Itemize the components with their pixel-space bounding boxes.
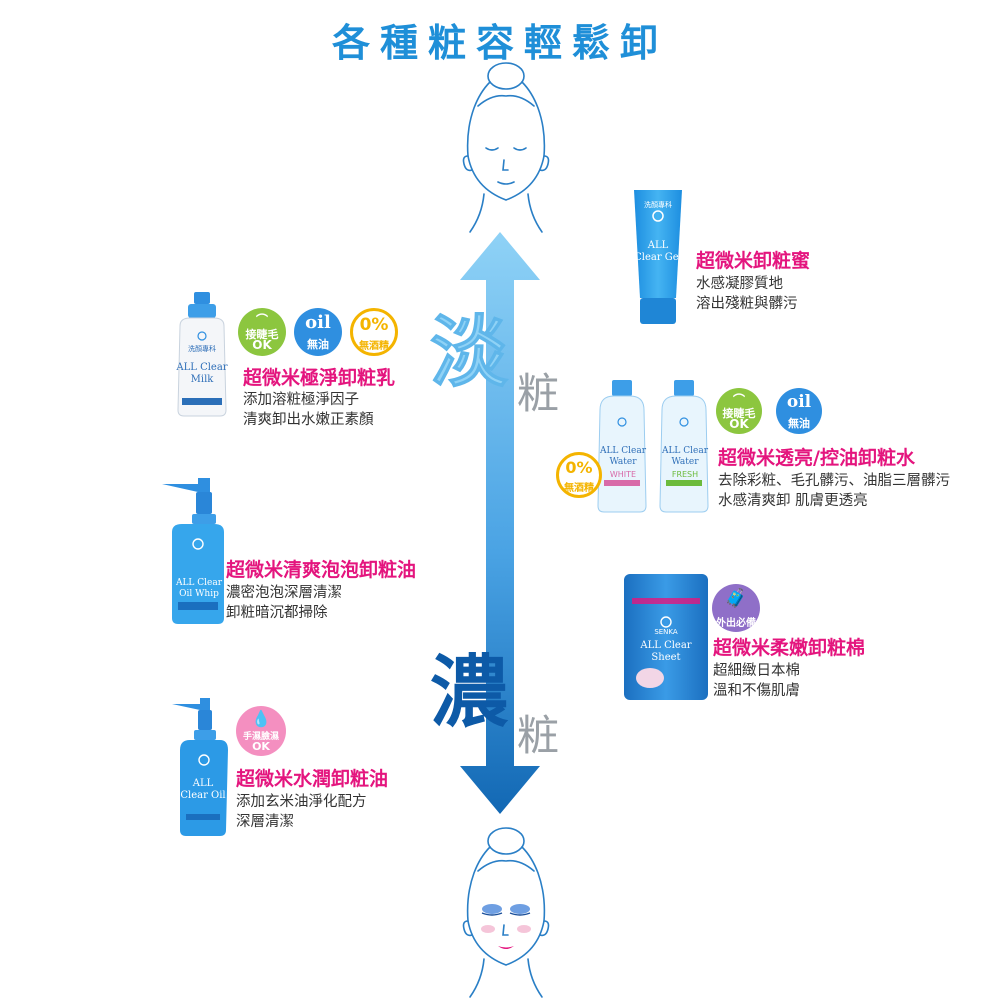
milk-bottle-image (177, 292, 227, 417)
face-heavy-illustration (462, 827, 550, 998)
makeup-intensity-arrow (460, 232, 540, 814)
oil-free-badge-water: oil 無油 (776, 388, 822, 434)
gel-description-line-2: 溶出殘粧與髒污 (696, 296, 798, 312)
foam-pump-bottle-image (162, 478, 224, 624)
light-makeup-sub-label: 粧 (517, 369, 560, 418)
foam-bottle-label: ALL Clear Oil Whip (175, 578, 223, 599)
water-description-line-1: 去除彩粧、毛孔髒污、油脂三層髒污 (718, 473, 950, 489)
sheet-product-name: 超微米柔嫩卸粧棉 (713, 637, 866, 659)
water-bottles-image (597, 380, 709, 513)
oil-description-line-2: 深層清潔 (236, 814, 294, 830)
gel-tube-label: ALL Clear Gel (634, 240, 682, 263)
oil-logo-icon: oil (305, 312, 331, 333)
eyelash-icon: ⌒ (732, 393, 745, 407)
wet-hands-ok-badge: 💧 手濕臉濕 OK (236, 706, 286, 756)
foam-description-line-1: 濃密泡泡深層清潔 (226, 585, 342, 601)
water-description-line-2: 水感清爽卸 肌膚更透亮 (718, 493, 868, 509)
foam-description-line-2: 卸粧暗沉都掃除 (226, 605, 328, 621)
sheet-description-line-1: 超細緻日本棉 (713, 663, 800, 679)
brand-label-gel: 洗顏專科 (644, 201, 672, 209)
gel-product-name: 超微米卸粧蜜 (696, 250, 811, 272)
water-variant-fresh: FRESH (671, 470, 699, 479)
cleansing-sheet-pack-image (624, 574, 708, 700)
water-bottle-label-fresh: ALL Clear Water (661, 446, 709, 467)
sheet-description-line-2: 溫和不傷肌膚 (713, 683, 800, 699)
oil-description-line-1: 添加玄米油淨化配方 (236, 794, 367, 810)
foam-product-name: 超微米清爽泡泡卸粧油 (226, 559, 417, 581)
heavy-makeup-sub-label: 粧 (517, 711, 560, 760)
gel-tube-image (634, 190, 682, 324)
suitcase-icon: 🧳 (724, 588, 748, 609)
light-makeup-label: 淡 (429, 308, 509, 399)
oil-logo-icon: oil (786, 392, 812, 412)
milk-description-line-2: 清爽卸出水嫩正素顏 (243, 412, 374, 428)
brand-label-milk: 洗顏專科 (188, 345, 216, 353)
oil-pump-bottle-image (172, 698, 228, 836)
eyelash-icon: ⌒ (255, 313, 268, 327)
water-bottle-label-white: ALL Clear Water (599, 446, 647, 467)
face-light-illustration (462, 62, 550, 233)
oil-product-name: 超微米水潤卸粧油 (236, 768, 389, 790)
alcohol-free-badge-water: 0% 無酒精 (556, 452, 602, 498)
lash-ok-badge-water: ⌒ 接睫毛 OK (716, 388, 762, 434)
alcohol-free-badge-milk: 0% 無酒精 (350, 308, 398, 356)
water-drop-icon: 💧 (251, 709, 271, 728)
milk-product-name: 超微米極淨卸粧乳 (243, 367, 396, 389)
water-variant-white: WHITE (609, 470, 637, 479)
travel-essential-badge: 🧳 外出必備 (712, 584, 760, 632)
oil-free-badge-milk: oil 無油 (294, 308, 342, 356)
water-product-name: 超微米透亮/控油卸粧水 (718, 447, 915, 469)
sheet-pack-label: ALL Clear Sheet (640, 640, 692, 663)
heavy-makeup-label: 濃 (430, 648, 509, 738)
gel-description-line-1: 水感凝膠質地 (696, 276, 783, 292)
oil-bottle-label: ALL Clear Oil (180, 778, 226, 801)
milk-bottle-label: ALL Clear Milk (176, 362, 228, 385)
lash-ok-badge-milk: ⌒ 接睫毛 OK (238, 308, 286, 356)
milk-description-line-1: 添加溶粧極淨因子 (243, 392, 359, 408)
brand-en-sheet: SENKA (654, 628, 678, 636)
page-title: 各種粧容輕鬆卸 (331, 21, 668, 65)
